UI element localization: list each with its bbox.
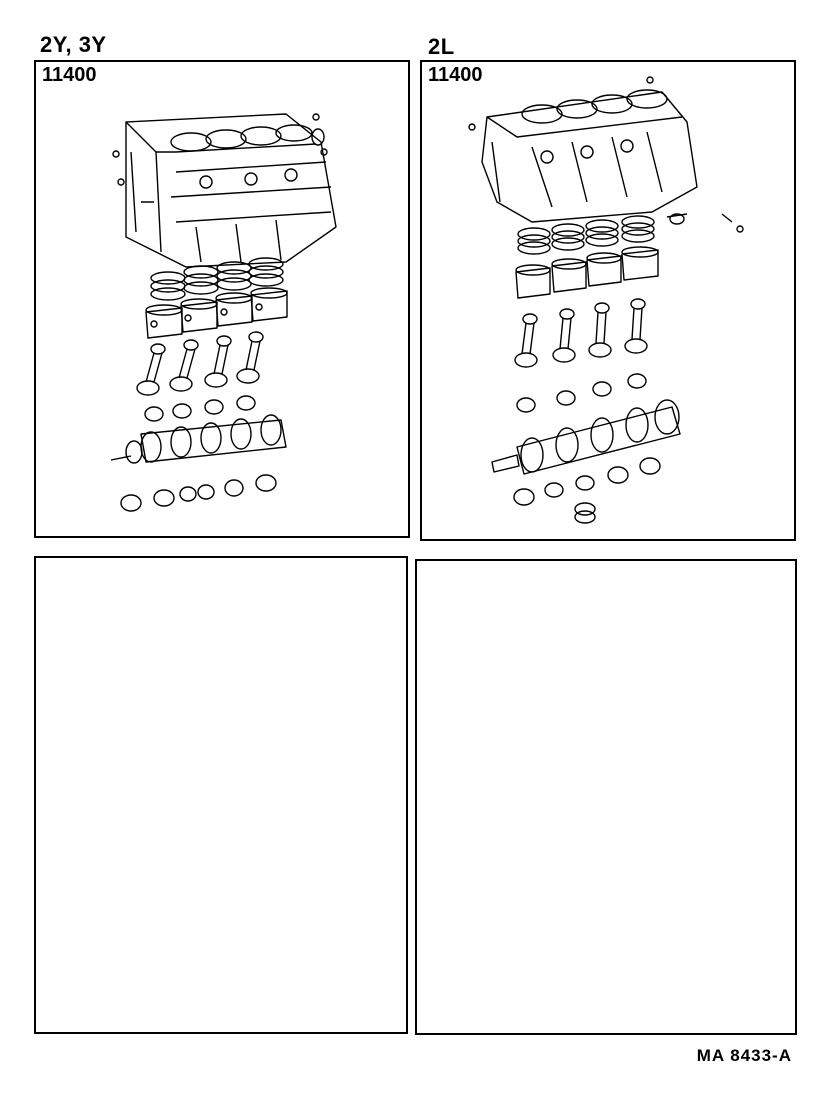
rod-bearings xyxy=(517,374,646,412)
part-number-label: 11400 xyxy=(42,64,97,86)
main-bearings xyxy=(121,475,276,511)
rod-bearings xyxy=(145,396,255,421)
cylinder-block xyxy=(469,77,743,232)
crankshaft xyxy=(492,400,680,474)
connecting-rods xyxy=(515,299,647,367)
empty-panel-right xyxy=(415,559,797,1035)
short-block-illustration-2y-3y xyxy=(36,62,408,536)
reference-code: MA 8433-A xyxy=(696,1046,792,1065)
engine-label-2y-3y: 2Y, 3Y xyxy=(40,32,107,57)
part-number-label: 11400 xyxy=(428,64,483,86)
engine-label-2l: 2L xyxy=(428,34,455,59)
empty-panel-left xyxy=(34,556,408,1034)
connecting-rods xyxy=(137,332,263,395)
short-block-illustration-2l xyxy=(422,62,794,539)
short-block-panel-2l: 11400 xyxy=(420,60,796,541)
main-bearings xyxy=(514,458,660,523)
piston-rings xyxy=(518,216,654,254)
piston-rings xyxy=(151,258,283,300)
crankshaft xyxy=(111,415,286,463)
short-block-panel-2y-3y: 11400 xyxy=(34,60,410,538)
pistons xyxy=(146,288,287,338)
cylinder-block xyxy=(113,114,336,267)
pistons xyxy=(516,247,658,298)
